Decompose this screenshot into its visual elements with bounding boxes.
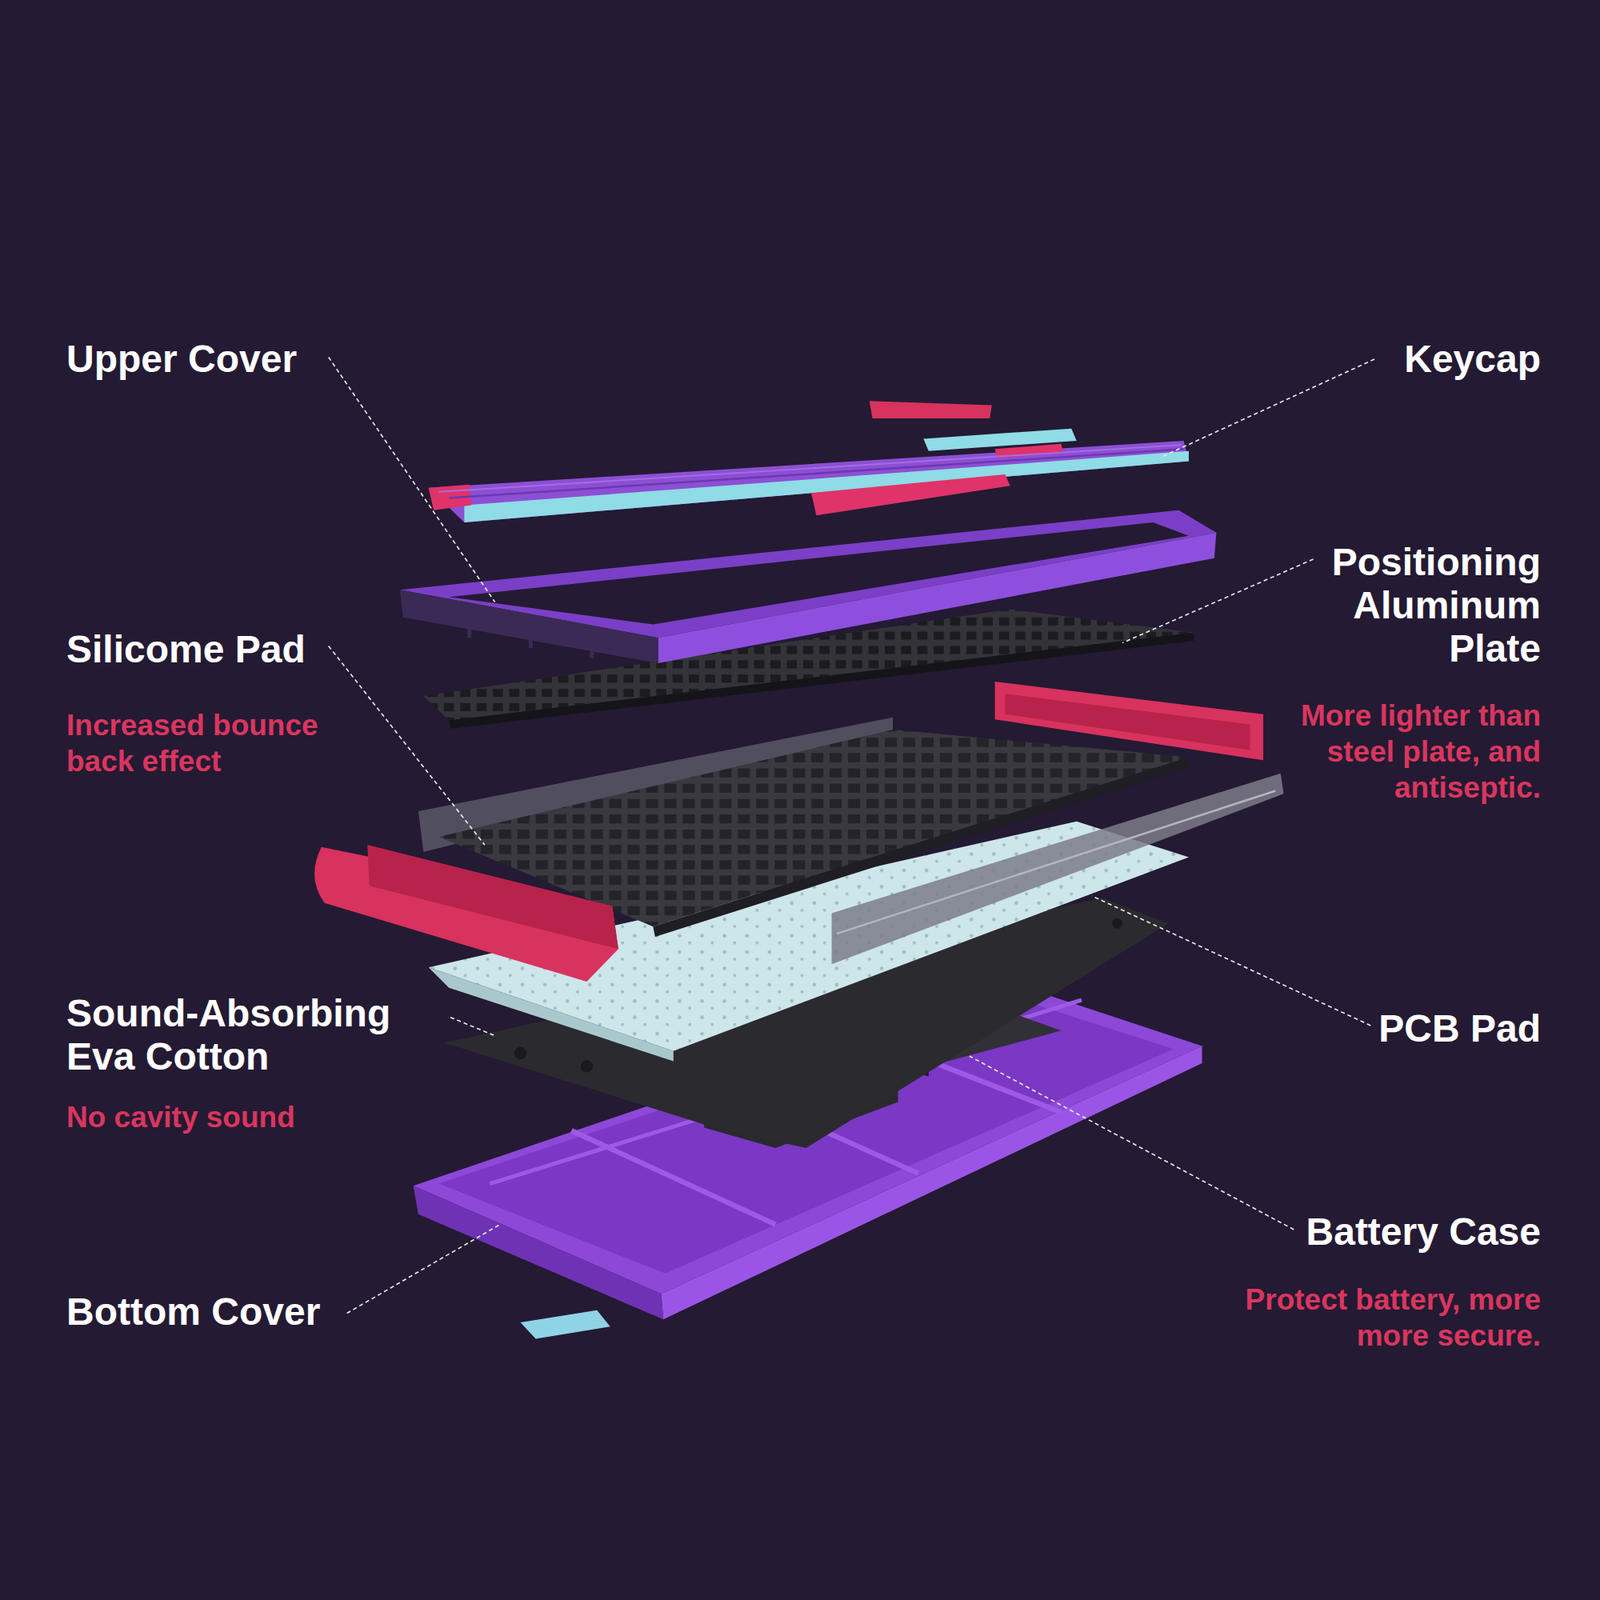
part-name: Keycap [1404, 336, 1541, 382]
leader-line [347, 1224, 500, 1314]
part-name: Upper Cover [66, 336, 297, 382]
upper-cover [400, 510, 1216, 664]
keycaps [428, 400, 1189, 523]
leader-line [1122, 559, 1314, 644]
leader-line [450, 1017, 496, 1036]
feature-note: No cavity sound [66, 1099, 296, 1136]
leader-line [328, 645, 485, 845]
part-name: Battery Case [1306, 1209, 1541, 1255]
feature-note: Protect battery, more more secure. [1236, 1281, 1541, 1354]
part-name: Positioning Aluminum Plate [1332, 540, 1541, 671]
foot-piece [520, 1310, 611, 1340]
part-name: Sound-Absorbing Eva Cotton [66, 992, 443, 1079]
part-name: PCB Pad [1378, 1006, 1541, 1052]
leader-line [1092, 896, 1371, 1026]
leader-line [328, 356, 496, 602]
part-name: Silicome Pad [66, 627, 306, 672]
leader-line [1163, 359, 1375, 456]
part-name: Bottom Cover [66, 1289, 320, 1335]
feature-note: More lighter than steel plate, and antis… [1252, 697, 1541, 806]
leader-line [969, 1056, 1295, 1230]
feature-note: Increased bounce back effect [66, 707, 355, 780]
